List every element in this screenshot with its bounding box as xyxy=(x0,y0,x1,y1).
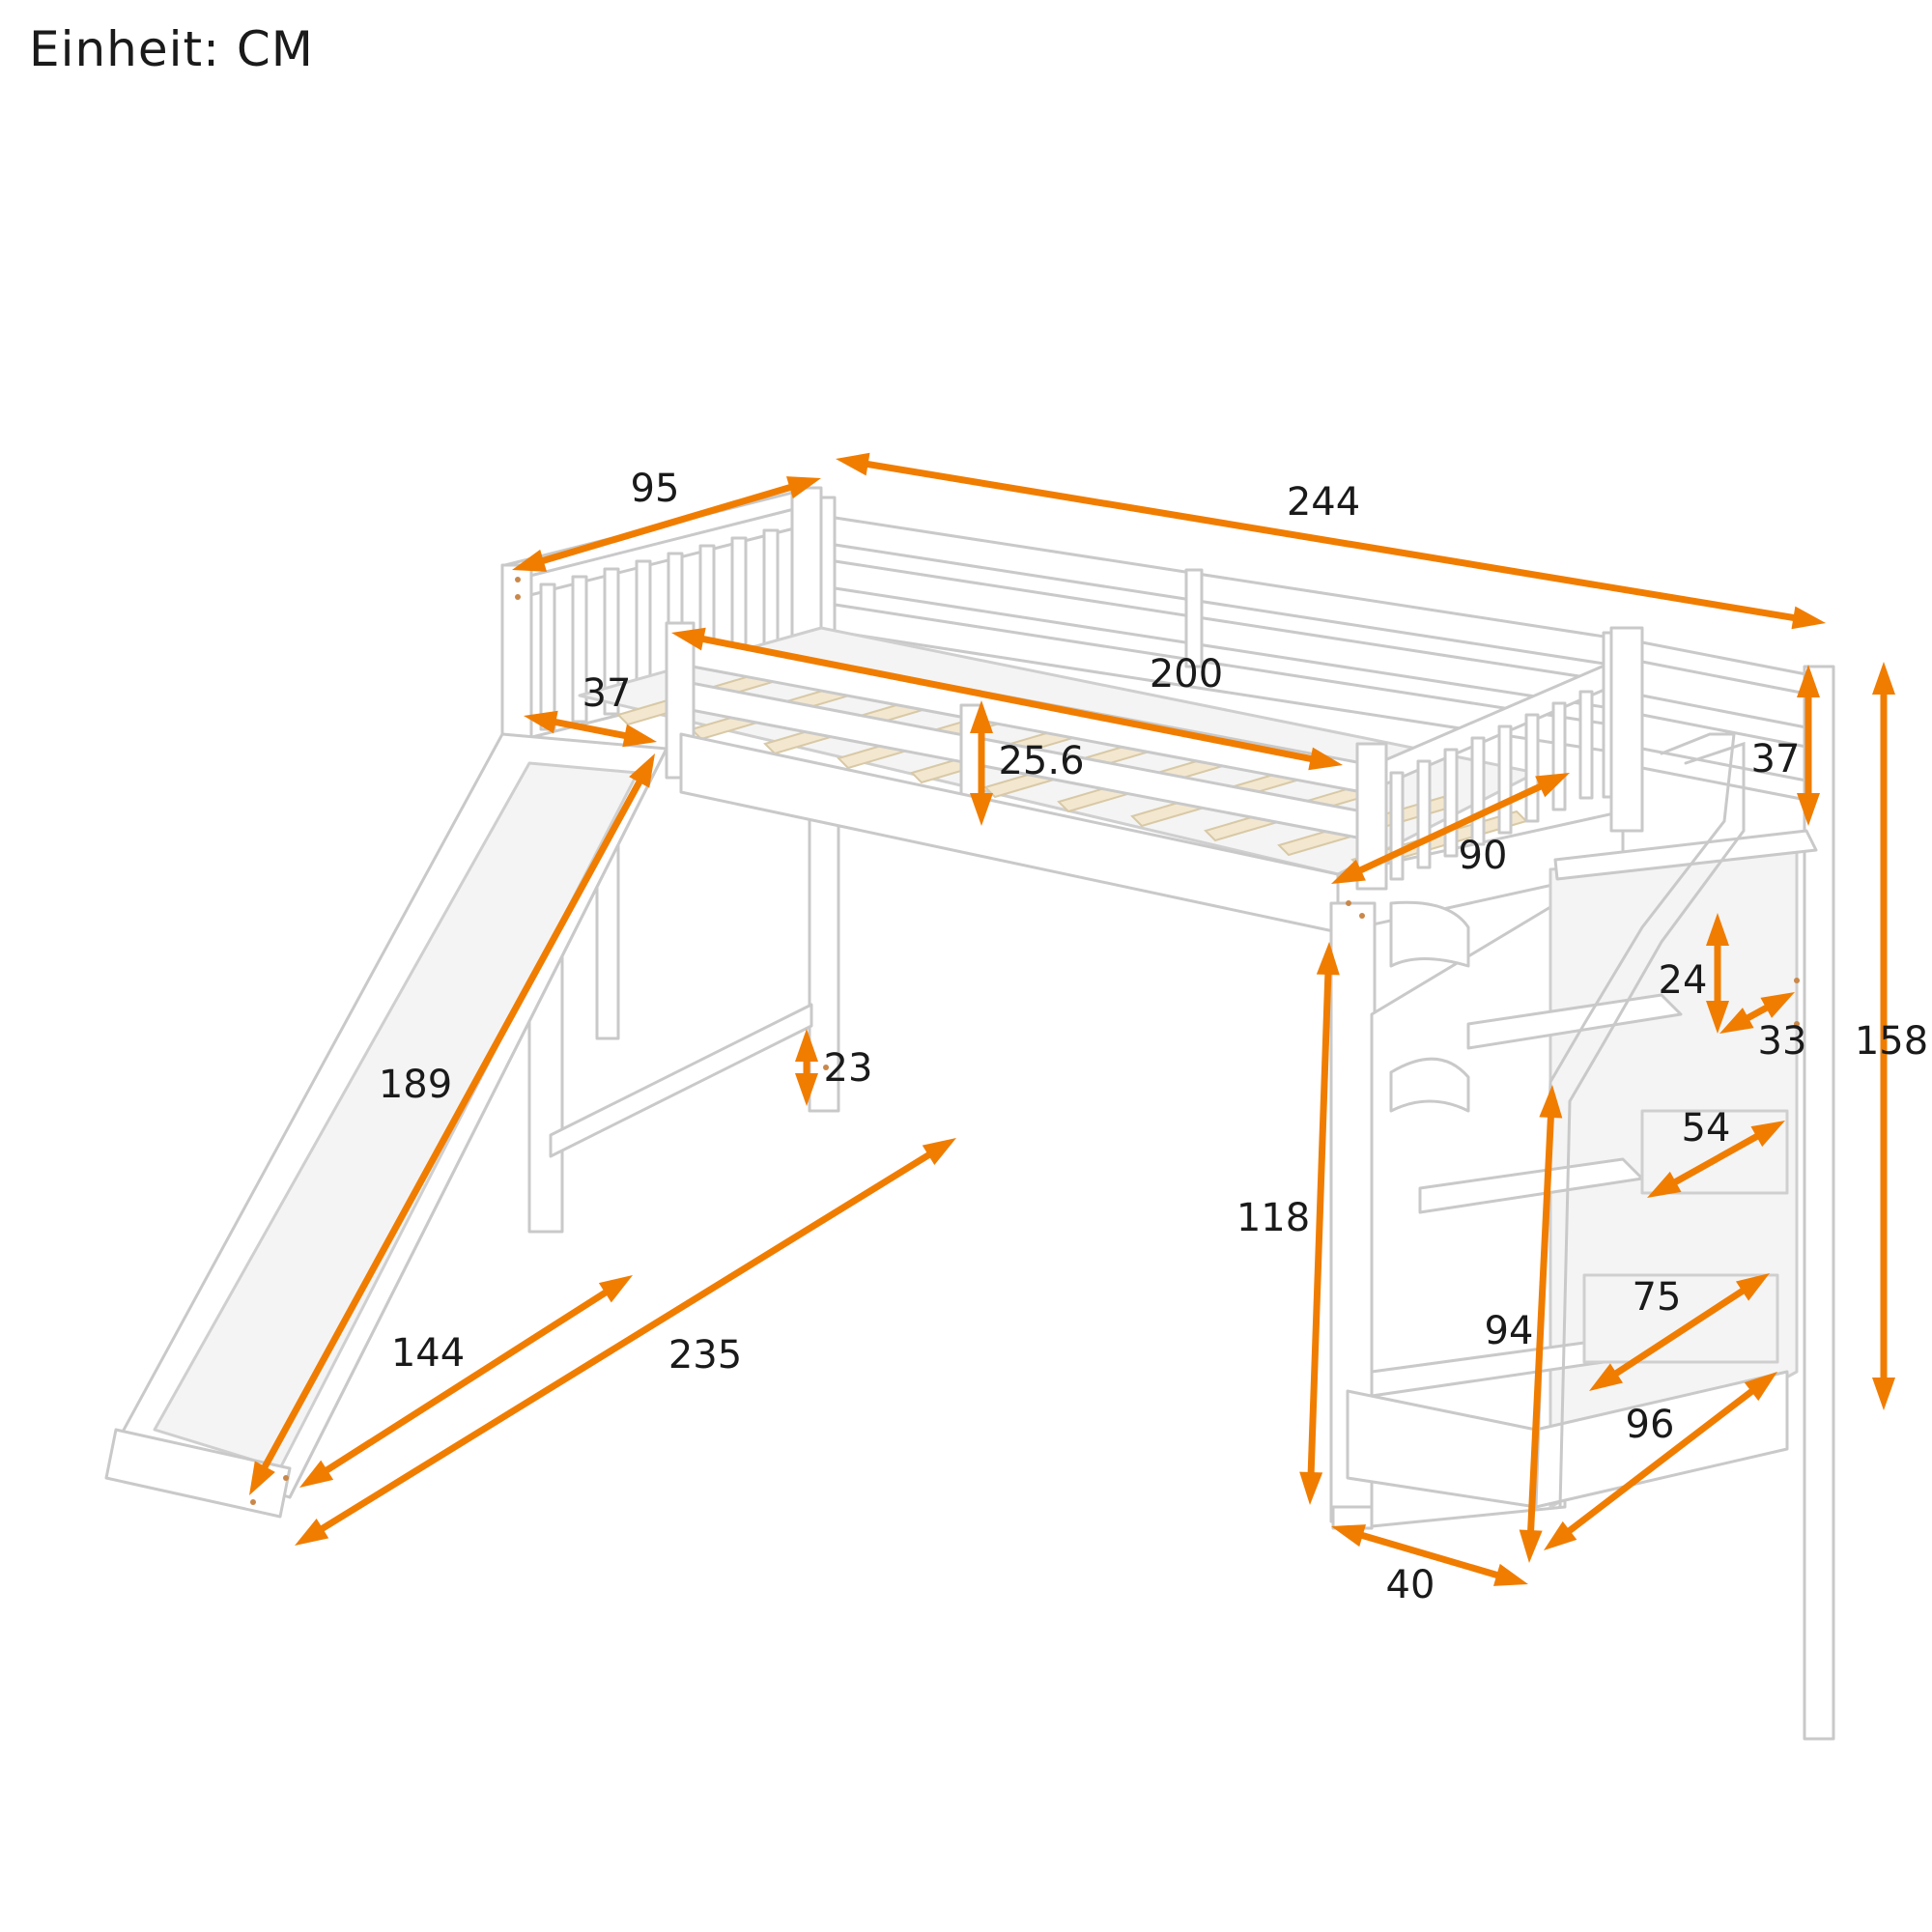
step-rise-arrowhead-end xyxy=(1706,1001,1729,1034)
stair-width-arrowhead-end xyxy=(1492,1563,1528,1586)
mattress-width-dimension-line xyxy=(1351,781,1549,876)
stair-height-arrowhead-start xyxy=(1539,1085,1563,1119)
mattress-length-arrowhead-start xyxy=(671,627,706,651)
overall-length-dimension-line xyxy=(859,460,1803,622)
stair-middle-depth-arrowhead-end xyxy=(1735,1273,1770,1301)
dowel-dots xyxy=(250,577,1800,1505)
mattress-length-dimension-line xyxy=(694,634,1321,764)
clearance-height-dimension-line xyxy=(1307,965,1332,1482)
overall-width-arrowhead-end xyxy=(785,476,821,499)
guardrail-height-label: 25.6 xyxy=(998,739,1084,783)
total-length-with-slide-dimension-line xyxy=(314,1149,937,1535)
step-rise-label: 24 xyxy=(1659,958,1708,1003)
slide xyxy=(104,732,668,1519)
stair-upper-depth-label: 54 xyxy=(1682,1106,1731,1151)
mattress-width-label: 90 xyxy=(1459,834,1508,878)
stair-height-dimension-line xyxy=(1526,1108,1555,1540)
slide-projection-label: 144 xyxy=(391,1331,465,1376)
clearance-height-arrowhead-start xyxy=(1316,942,1340,976)
stair-upper-depth-arrowhead-start xyxy=(1647,1171,1682,1198)
stair-middle-depth-label: 75 xyxy=(1633,1275,1682,1320)
leg-stretcher-height-label: 23 xyxy=(824,1046,873,1091)
stair-width-dimension-line xyxy=(1353,1530,1506,1580)
stair-middle-depth-arrowhead-start xyxy=(1589,1363,1624,1391)
overall-height-label: 158 xyxy=(1855,1019,1928,1064)
stair-rail-height-arrowhead-end xyxy=(1797,793,1820,826)
step-depth-label: 33 xyxy=(1758,1019,1807,1064)
step-depth-arrowhead-start xyxy=(1719,1008,1754,1034)
stair-upper-depth-arrowhead-end xyxy=(1750,1121,1785,1148)
stair-rail-height-arrowhead-start xyxy=(1797,665,1820,697)
mattress-length-label: 200 xyxy=(1150,652,1223,696)
stair-width-label: 40 xyxy=(1386,1563,1435,1607)
overall-length-label: 244 xyxy=(1287,480,1360,525)
staircase xyxy=(1346,732,1818,1528)
stair-base-length-label: 96 xyxy=(1626,1403,1675,1447)
overall-width-arrowhead-start xyxy=(512,549,548,572)
clearance-height-arrowhead-end xyxy=(1299,1471,1323,1505)
stair-middle-depth-dimension-line xyxy=(1607,1284,1751,1380)
mattress-width-arrowhead-start xyxy=(1331,859,1366,884)
stair-width-arrowhead-start xyxy=(1331,1524,1367,1548)
guardrail-height-arrowhead-start xyxy=(970,700,993,733)
stair-upper-depth-dimension-line xyxy=(1666,1130,1766,1188)
mattress-width-arrowhead-end xyxy=(1535,773,1570,798)
slide-length-label: 189 xyxy=(379,1063,452,1107)
slide-length-arrowhead-end xyxy=(249,1461,275,1495)
slide-projection-arrowhead-end xyxy=(299,1460,334,1488)
leg-stretcher-height-arrowhead-end xyxy=(795,1073,818,1106)
unit-label: Einheit: CM xyxy=(29,21,314,77)
step-rise-arrowhead-start xyxy=(1706,913,1729,946)
overall-length-arrowhead-start xyxy=(836,452,870,476)
slide-length-dimension-line xyxy=(258,774,646,1475)
overall-width-label: 95 xyxy=(631,467,680,511)
step-depth-arrowhead-end xyxy=(1760,992,1795,1018)
stair-base-length-arrowhead-end xyxy=(1744,1372,1777,1402)
slide-entry-width-dimension-line xyxy=(546,717,635,741)
stair-base-length-arrowhead-start xyxy=(1544,1520,1577,1550)
back-guardrail xyxy=(811,496,1625,755)
overall-height-arrowhead-end xyxy=(1872,1378,1895,1410)
overall-width-dimension-line xyxy=(534,482,799,566)
stair-base-length-dimension-line xyxy=(1561,1384,1760,1538)
overall-height-arrowhead-start xyxy=(1872,662,1895,695)
total-length-with-slide-arrowhead-start xyxy=(922,1138,956,1166)
slide-projection-arrowhead-start xyxy=(598,1275,633,1303)
slide-entry-width-arrowhead-start xyxy=(524,710,558,734)
stair-rail-height-label: 37 xyxy=(1751,737,1801,781)
slide-entry-width-arrowhead-end xyxy=(622,724,657,748)
total-length-with-slide-arrowhead-end xyxy=(295,1518,329,1546)
stair-height-arrowhead-end xyxy=(1519,1529,1543,1563)
slide-entry-width-label: 37 xyxy=(582,671,632,716)
stair-height-label: 94 xyxy=(1485,1309,1534,1353)
slide-length-arrowhead-start xyxy=(629,753,655,788)
mattress-length-arrowhead-end xyxy=(1308,747,1343,771)
total-length-with-slide-label: 235 xyxy=(668,1333,742,1378)
clearance-height-label: 118 xyxy=(1236,1196,1310,1240)
overall-length-arrowhead-end xyxy=(1791,606,1826,630)
leg-stretcher-height-arrowhead-start xyxy=(795,1029,818,1062)
guardrail-height-arrowhead-end xyxy=(970,793,993,826)
slide-projection-dimension-line xyxy=(319,1286,613,1477)
